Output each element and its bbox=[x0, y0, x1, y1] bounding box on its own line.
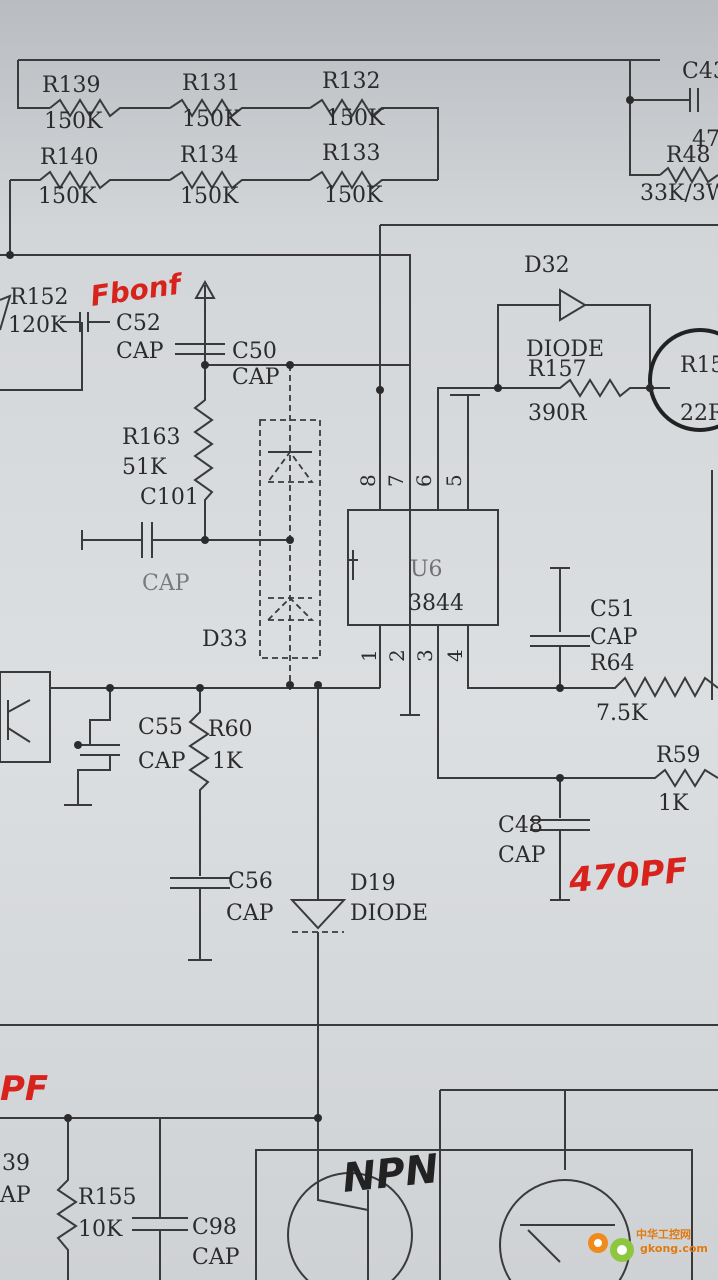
r157-value: 390R bbox=[528, 401, 588, 426]
wiring-lower-left bbox=[0, 671, 380, 1120]
r59-value: 1K bbox=[658, 791, 689, 816]
r60-ref: R60 bbox=[208, 717, 253, 742]
u6-pin-3: 3 bbox=[413, 649, 437, 662]
r131-ref: R131 bbox=[182, 71, 241, 96]
r59-ref: R59 bbox=[656, 743, 701, 768]
u6-pin-1: 1 bbox=[357, 649, 381, 662]
c43-value: 47 bbox=[692, 127, 718, 152]
r48-ref: R48 bbox=[666, 143, 711, 168]
c50-value: CAP bbox=[232, 365, 280, 390]
c48-handwritten-note: 470PF bbox=[566, 851, 689, 901]
cx-ref: 39 bbox=[2, 1151, 30, 1176]
c56-value: CAP bbox=[226, 901, 274, 926]
r139-ref: R139 bbox=[42, 73, 101, 98]
r155-value: 10K bbox=[78, 1217, 123, 1242]
u6-pin-2: 2 bbox=[385, 649, 409, 662]
c101-ref: C101 bbox=[140, 485, 199, 510]
watermark-site: 中华工控网 bbox=[636, 1227, 691, 1241]
u6-pin-6: 6 bbox=[412, 474, 436, 487]
watermark-logo: 中华工控网 gkong.com bbox=[588, 1227, 708, 1262]
wiring-left-mid bbox=[0, 279, 410, 558]
c48-ref: C48 bbox=[498, 813, 543, 838]
r134-ref: R134 bbox=[180, 143, 239, 168]
c48-value: CAP bbox=[498, 843, 546, 868]
wiring-right-mid bbox=[530, 470, 718, 901]
c55-ref: C55 bbox=[138, 715, 183, 740]
r132-value: 150K bbox=[326, 106, 385, 131]
r140-value: 150K bbox=[38, 184, 97, 209]
r15-value: 22R bbox=[680, 401, 718, 426]
r134-value: 150K bbox=[180, 184, 239, 209]
c52-handwritten-note: Fbonf bbox=[88, 267, 186, 313]
d19-ref: D19 bbox=[350, 871, 396, 896]
wiring-bottom bbox=[0, 1024, 718, 1280]
c51-value: CAP bbox=[590, 625, 638, 650]
wiring bbox=[0, 59, 718, 700]
u6-part-number: 3844 bbox=[408, 591, 464, 616]
c51-ref: C51 bbox=[590, 597, 635, 622]
r157-ref: R157 bbox=[528, 357, 587, 382]
d32-ref: D32 bbox=[524, 253, 570, 278]
u6-ic bbox=[347, 365, 560, 779]
d32-value: DIODE bbox=[526, 337, 604, 362]
d19-value: DIODE bbox=[350, 901, 428, 926]
r163-value: 51K bbox=[122, 455, 167, 480]
r131-value: 150K bbox=[182, 107, 241, 132]
c98-ref: C98 bbox=[192, 1215, 237, 1240]
npn-handwritten-note: NPN bbox=[340, 1146, 441, 1202]
c55-value: CAP bbox=[138, 749, 186, 774]
u6-ref: U6 bbox=[410, 557, 443, 582]
r133-ref: R133 bbox=[322, 141, 381, 166]
r132-ref: R132 bbox=[322, 69, 381, 94]
r15-ref: R15 bbox=[680, 353, 718, 378]
u6-pin-4: 4 bbox=[443, 649, 467, 662]
r133-value: 150K bbox=[324, 183, 383, 208]
r64-value: 7.5K bbox=[596, 701, 648, 726]
cx-value: AP bbox=[0, 1183, 31, 1208]
junction-dots bbox=[6, 96, 654, 1122]
r163-ref: R163 bbox=[122, 425, 181, 450]
c98-value: CAP bbox=[192, 1245, 240, 1270]
watermark-url: gkong.com bbox=[640, 1242, 708, 1255]
c52-ref: C52 bbox=[116, 311, 161, 336]
d33-ref: D33 bbox=[202, 627, 248, 652]
r48-value: 33K/3W bbox=[640, 181, 718, 206]
c43-ref: C43 bbox=[682, 59, 718, 84]
r152-ref: R152 bbox=[10, 285, 69, 310]
u6-pin-8: 8 bbox=[356, 474, 380, 487]
r139-value: 150K bbox=[44, 109, 103, 134]
c101-value: CAP bbox=[142, 571, 190, 596]
cx-handwritten-note: PF bbox=[0, 1069, 48, 1109]
r155-ref: R155 bbox=[78, 1185, 137, 1210]
c56-ref: C56 bbox=[228, 869, 273, 894]
d33-zener bbox=[259, 365, 321, 690]
r64-ref: R64 bbox=[590, 651, 635, 676]
r140-ref: R140 bbox=[40, 145, 99, 170]
r60-value: 1K bbox=[212, 749, 243, 774]
u6-pin-7: 7 bbox=[384, 474, 408, 487]
c50-ref: C50 bbox=[232, 339, 277, 364]
c52-value: CAP bbox=[116, 339, 164, 364]
r152-value: 120K bbox=[8, 313, 67, 338]
u6-pin-5: 5 bbox=[442, 474, 466, 487]
